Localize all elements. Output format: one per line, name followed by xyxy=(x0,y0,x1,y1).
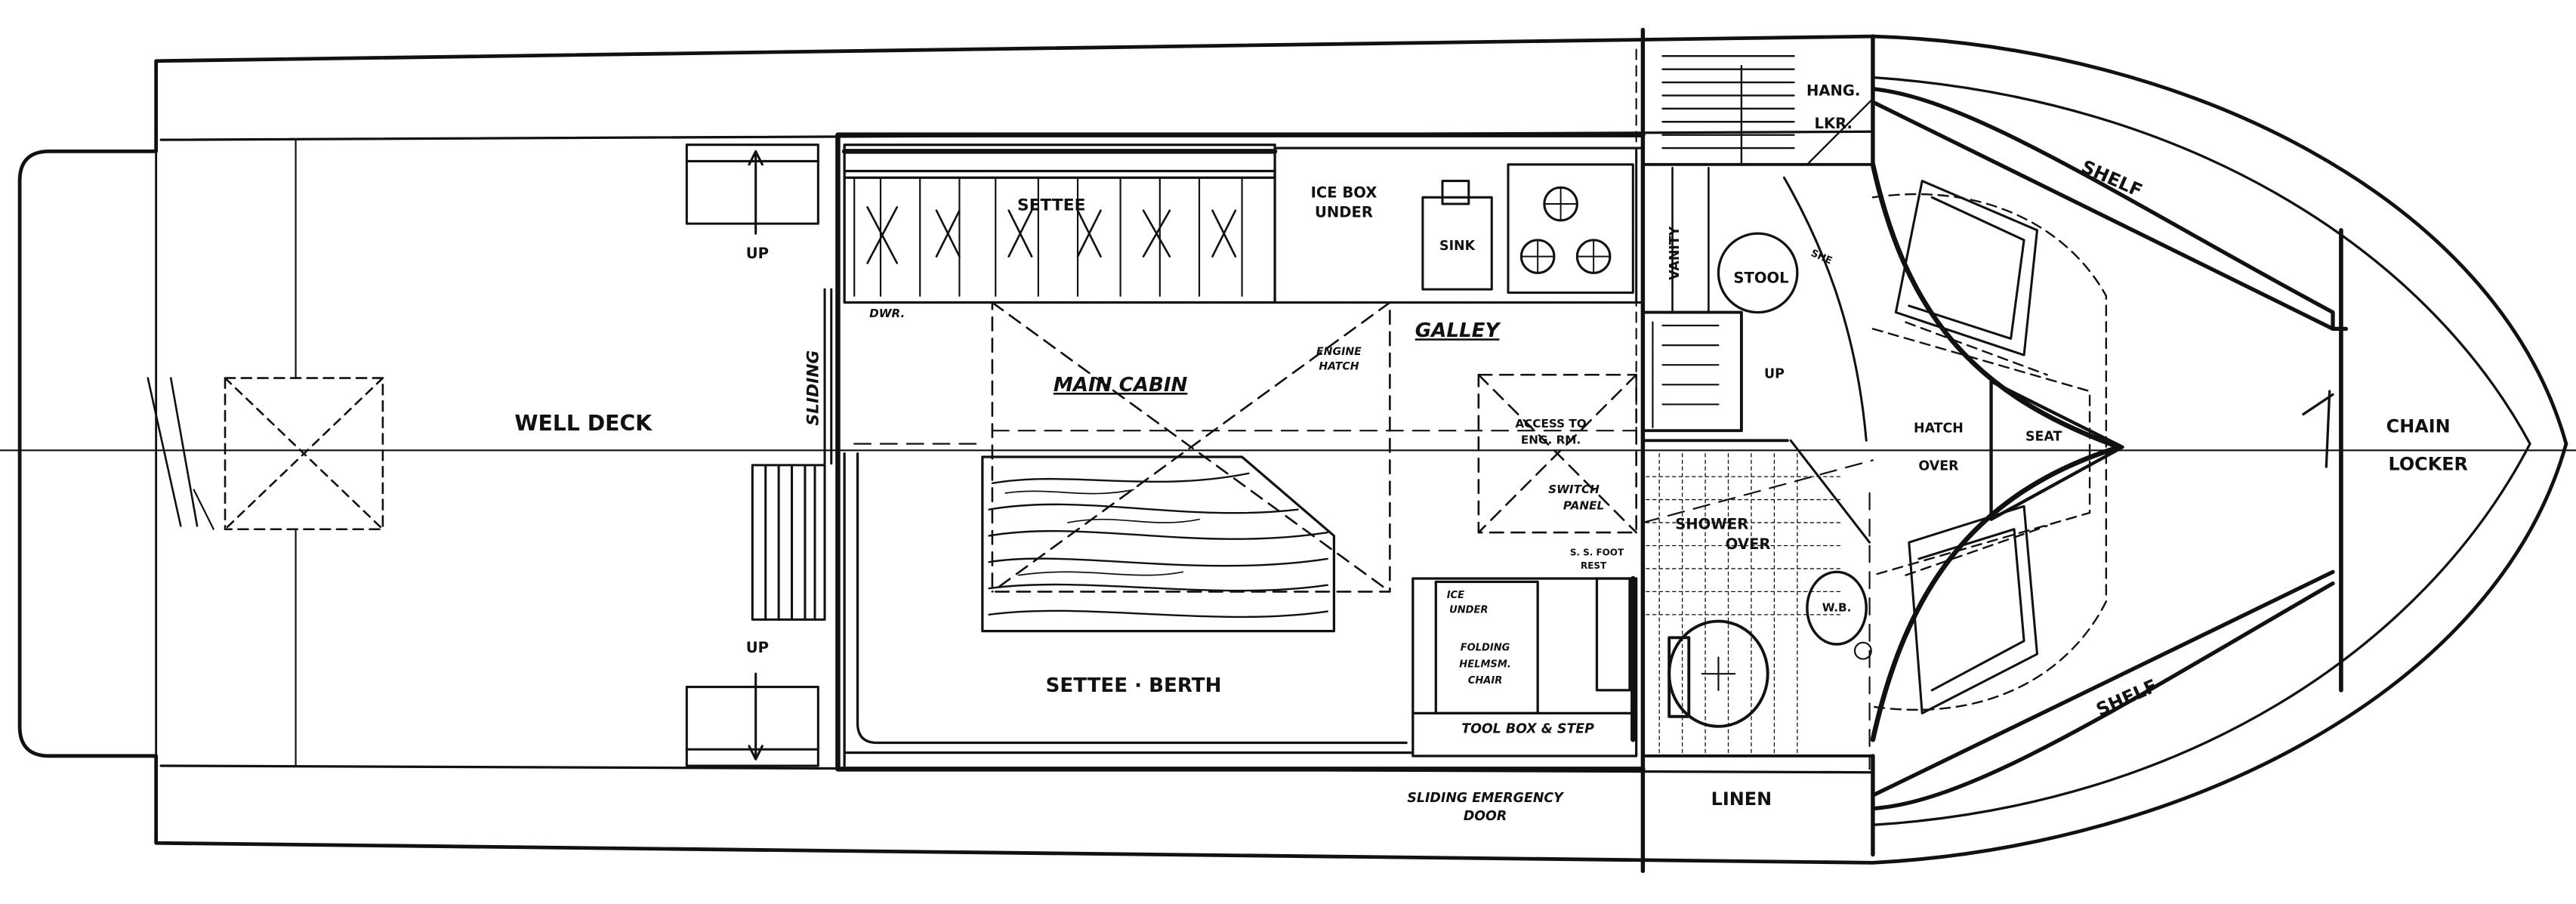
label-access-2: ENG. RM. xyxy=(1521,433,1581,447)
label-shelf-top: SHELF xyxy=(2078,156,2146,202)
label-hatch-1: HATCH xyxy=(1914,421,1964,436)
label-folding-3: CHAIR xyxy=(1468,675,1502,686)
label-shower-2: OVER xyxy=(1726,535,1771,553)
engine-hatch-dashed xyxy=(991,301,1637,593)
label-sliding: SLIDING xyxy=(804,350,822,426)
label-shower-1: SHOWER xyxy=(1675,516,1748,533)
label-tool-box: TOOL BOX & STEP xyxy=(1461,721,1594,736)
label-engine-hatch-1: ENGINE xyxy=(1316,346,1362,358)
head-compartment xyxy=(1641,162,1874,757)
berth-dashed xyxy=(1871,193,2108,711)
label-ice-box-2: UNDER xyxy=(1315,203,1373,221)
steps-top xyxy=(685,143,819,235)
hull-outline xyxy=(17,34,2568,865)
settee-berth xyxy=(843,452,1414,767)
label-vanity: VANITY xyxy=(1667,226,1683,280)
label-settee-berth: SETTEE · BERTH xyxy=(1046,674,1222,697)
label-sliding-door-1: SLIDING EMERGENCY xyxy=(1407,791,1565,806)
label-ss-foot-2: REST xyxy=(1581,560,1607,571)
label-hang-1: HANG. xyxy=(1806,82,1860,99)
label-linen: LINEN xyxy=(1711,788,1772,810)
label-sliding-door-2: DOOR xyxy=(1464,809,1507,824)
label-settee-top: SETTEE xyxy=(1017,196,1085,215)
label-up-bottom: UP xyxy=(746,639,769,656)
label-up-top: UP xyxy=(746,245,769,262)
label-ss-foot-1: S. S. FOOT xyxy=(1570,548,1624,558)
steps-bottom xyxy=(685,672,819,767)
label-hatch-2: OVER xyxy=(1918,458,1959,474)
label-galley: GALLEY xyxy=(1415,319,1502,342)
label-folding-1: FOLDING xyxy=(1461,643,1510,654)
helm-area xyxy=(1411,575,1638,757)
label-shelf-small: SHE xyxy=(1809,248,1834,267)
label-well-deck: WELL DECK xyxy=(514,411,652,436)
label-ice-under-1: ICE xyxy=(1447,590,1464,601)
dashed-trim xyxy=(853,301,1874,770)
label-ice-box-1: ICE BOX xyxy=(1311,184,1377,201)
label-engine-hatch-2: HATCH xyxy=(1319,361,1359,373)
chain-locker-detail xyxy=(2302,390,2334,468)
label-up-head: UP xyxy=(1764,367,1785,382)
label-access-1: ACCESS TO xyxy=(1515,417,1586,430)
cabin-aft-bulkhead xyxy=(835,132,1646,772)
label-seat: SEAT xyxy=(2025,429,2062,444)
well-deck-hatch xyxy=(147,139,384,767)
label-main-cabin: MAIN CABIN xyxy=(1054,374,1188,396)
v-berth xyxy=(1870,87,2349,811)
hanging-locker xyxy=(1661,55,1874,166)
label-chain-2: LOCKER xyxy=(2388,453,2468,474)
label-folding-2: HELMSM. xyxy=(1459,659,1510,670)
sliding-door-panel xyxy=(751,288,833,621)
label-sink: SINK xyxy=(1439,239,1476,254)
label-stool: STOOL xyxy=(1733,269,1788,286)
label-switch-1: SWITCH xyxy=(1548,483,1600,496)
label-switch-2: PANEL xyxy=(1563,499,1604,513)
dinette-table xyxy=(981,455,1336,633)
label-chain-1: CHAIN xyxy=(2386,415,2451,437)
label-ice-under-2: UNDER xyxy=(1449,605,1488,616)
label-dwr: DWR. xyxy=(869,307,905,320)
galley-counter xyxy=(1273,147,1644,304)
berth-cushions xyxy=(1894,180,2038,714)
settee-top xyxy=(841,143,1278,304)
label-hang-2: LKR. xyxy=(1814,115,1852,132)
label-wb: W.B. xyxy=(1822,601,1852,615)
